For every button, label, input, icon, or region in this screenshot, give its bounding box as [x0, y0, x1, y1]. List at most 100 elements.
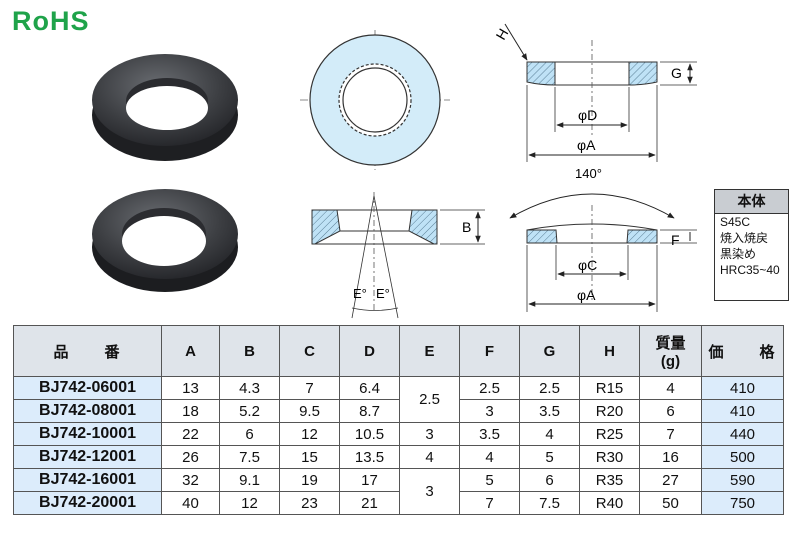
material-line: 焼入焼戻	[720, 231, 769, 245]
cell-c: 7	[279, 376, 340, 400]
cell-part: BJ742-16001	[13, 468, 162, 492]
mass-header-label: 質量	[655, 335, 686, 352]
rohs-logo: RoHS	[12, 6, 90, 36]
washer-photo-top	[92, 54, 238, 161]
col-header-g: G	[519, 325, 580, 377]
cell-d: 21	[339, 491, 400, 515]
cell-f: 3.5	[459, 422, 520, 446]
cell-g: 2.5	[519, 376, 580, 400]
cell-c: 23	[279, 491, 340, 515]
cell-part: BJ742-06001	[13, 376, 162, 400]
cell-price: 410	[701, 399, 784, 423]
cell-part: BJ742-08001	[13, 399, 162, 423]
table-row: BJ742-06001 13 4.3 7 6.4 2.5 2.5 2.5 R15…	[13, 376, 784, 423]
cell-part: BJ742-12001	[13, 445, 162, 469]
top-view-drawing	[300, 30, 450, 170]
table-row: BJ742-12001 26 7.5 15 13.5 4 4 5 R30 16 …	[13, 445, 784, 469]
cell-mass: 27	[639, 468, 702, 492]
cell-b: 4.3	[219, 376, 280, 400]
cell-mass: 6	[639, 399, 702, 423]
table-header-row: 品 番 A B C D E F G H 質量 (g) 価 格	[13, 325, 784, 377]
cell-f: 3	[459, 399, 520, 423]
table-row: BJ742-10001 22 6 12 10.5 3 3.5 4 R25 7 4…	[13, 422, 784, 446]
cell-e: 2.5	[399, 376, 460, 423]
convex-washer-section: H G φD φA	[492, 23, 697, 162]
col-header-mass: 質量 (g)	[639, 325, 702, 377]
cell-h: R15	[579, 376, 640, 400]
cell-a: 32	[161, 468, 220, 492]
cell-f: 4	[459, 445, 520, 469]
col-header-b: B	[219, 325, 280, 377]
cell-a: 22	[161, 422, 220, 446]
dim-label-e1: E°	[353, 286, 367, 301]
material-header: 本体	[715, 190, 788, 214]
cell-g: 3.5	[519, 399, 580, 423]
cell-h: R35	[579, 468, 640, 492]
col-header-part: 品 番	[13, 325, 162, 377]
table-row: BJ742-08001 18 5.2 9.5 8.7 3 3.5 R20 6 4…	[13, 399, 784, 423]
cell-e: 4	[399, 445, 460, 469]
material-box: 本体 S45C 焼入焼戻 黒染め HRC35~40	[714, 189, 789, 301]
cell-e: 3	[399, 422, 460, 446]
concave-washer-section: 140° F φC φA	[509, 166, 697, 312]
cell-price: 750	[701, 491, 784, 515]
angle-140-label: 140°	[575, 166, 602, 181]
cell-b: 5.2	[219, 399, 280, 423]
cell-part: BJ742-20001	[13, 491, 162, 515]
cell-mass: 7	[639, 422, 702, 446]
cell-price: 440	[701, 422, 784, 446]
cell-price: 500	[701, 445, 784, 469]
cell-part: BJ742-10001	[13, 422, 162, 446]
cell-price: 590	[701, 468, 784, 492]
cell-h: R40	[579, 491, 640, 515]
dim-label-g: G	[671, 65, 682, 81]
mass-header-unit: (g)	[660, 353, 681, 370]
col-header-f: F	[459, 325, 520, 377]
product-drawings: B E° E° H G φD φA 140° F	[92, 23, 697, 319]
section-view-b: B E° E°	[311, 192, 485, 319]
material-line: S45C	[720, 215, 751, 229]
dim-label-f: F	[671, 232, 680, 248]
cell-c: 12	[279, 422, 340, 446]
cell-b: 7.5	[219, 445, 280, 469]
cell-c: 15	[279, 445, 340, 469]
cell-g: 6	[519, 468, 580, 492]
cell-a: 13	[161, 376, 220, 400]
dim-label-phi-c: φC	[578, 257, 597, 273]
cell-e: 3	[399, 468, 460, 515]
col-header-h: H	[579, 325, 640, 377]
cell-a: 40	[161, 491, 220, 515]
table-row: BJ742-16001 32 9.1 19 17 3 5 6 R35 27 59…	[13, 468, 784, 515]
cell-c: 19	[279, 468, 340, 492]
cell-d: 17	[339, 468, 400, 492]
dim-label-b: B	[462, 219, 471, 235]
cell-g: 7.5	[519, 491, 580, 515]
dim-label-e2: E°	[376, 286, 390, 301]
dim-label-h: H	[492, 26, 511, 43]
washer-photo-bottom	[92, 189, 238, 292]
col-header-c: C	[279, 325, 340, 377]
col-header-e: E	[399, 325, 460, 377]
dim-label-phi-d: φD	[578, 107, 597, 123]
cell-g: 4	[519, 422, 580, 446]
cell-mass: 50	[639, 491, 702, 515]
cell-f: 7	[459, 491, 520, 515]
cell-price: 410	[701, 376, 784, 400]
cell-h: R20	[579, 399, 640, 423]
cell-a: 18	[161, 399, 220, 423]
table-row: BJ742-20001 40 12 23 21 7 7.5 R40 50 750	[13, 491, 784, 515]
cell-d: 6.4	[339, 376, 400, 400]
cell-mass: 16	[639, 445, 702, 469]
cell-h: R30	[579, 445, 640, 469]
material-line: 黒染め	[720, 247, 757, 261]
cell-d: 13.5	[339, 445, 400, 469]
cell-b: 9.1	[219, 468, 280, 492]
dim-label-phi-a-bottom: φA	[577, 287, 596, 303]
cell-f: 2.5	[459, 376, 520, 400]
dim-label-phi-a-top: φA	[577, 137, 596, 153]
cell-b: 6	[219, 422, 280, 446]
col-header-a: A	[161, 325, 220, 377]
material-line: HRC35~40	[720, 263, 780, 277]
cell-d: 8.7	[339, 399, 400, 423]
col-header-d: D	[339, 325, 400, 377]
